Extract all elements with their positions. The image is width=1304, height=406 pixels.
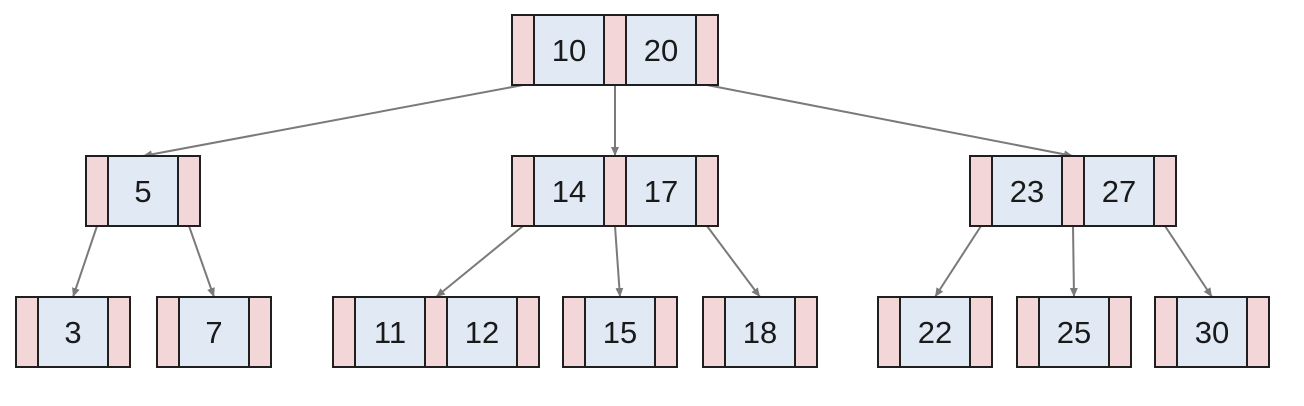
pointer-cell: [969, 155, 993, 227]
edge-arrow: [1069, 225, 1078, 298]
key-cell: [625, 14, 697, 86]
key-cell: [37, 296, 109, 368]
pointer-cell: [85, 155, 109, 227]
edge-arrow: [72, 225, 98, 298]
pointer-cell: [877, 296, 901, 368]
pointer-cell: [562, 296, 586, 368]
pointer-cell: [1153, 155, 1177, 227]
pointer-cell: [424, 296, 448, 368]
pointer-cell: [603, 155, 627, 227]
pointer-cell: [511, 155, 535, 227]
pointer-cell: [794, 296, 818, 368]
key-label: 5: [134, 174, 151, 209]
pointer-cell: [969, 296, 993, 368]
key-cell: [1038, 296, 1110, 368]
key-label: 22: [918, 315, 952, 350]
edge-arrow: [706, 225, 761, 298]
pointer-cell: [1108, 296, 1132, 368]
nodes-layer: 10 20 5 14 17 23 27 3 7 11 12 15 18 22 25 30: [15, 14, 1270, 368]
key-label: 10: [552, 33, 586, 68]
key-label: 17: [644, 174, 678, 209]
pointer-cell: [654, 296, 678, 368]
key-cell: [1083, 155, 1155, 227]
tree-node-leaf-3: 3: [15, 296, 131, 368]
tree-node-leaf-22: 22: [877, 296, 993, 368]
tree-node-n-14-17: 14 17: [511, 155, 719, 227]
key-cell: [1176, 296, 1248, 368]
key-cell: [533, 155, 605, 227]
key-label: 12: [465, 315, 499, 350]
tree-node-leaf-11-12: 11 12: [332, 296, 540, 368]
key-label: 30: [1195, 315, 1229, 350]
key-cell: [533, 14, 605, 86]
pointer-cell: [332, 296, 356, 368]
pointer-cell: [603, 14, 627, 86]
pointer-cell: [516, 296, 540, 368]
edge-arrow: [614, 225, 624, 298]
key-cell: [584, 296, 656, 368]
key-label: 15: [603, 315, 637, 350]
key-label: 7: [205, 315, 222, 350]
pointer-cell: [695, 14, 719, 86]
tree-node-n-5: 5: [85, 155, 201, 227]
key-cell: [625, 155, 697, 227]
key-label: 18: [743, 315, 777, 350]
tree-node-n-23-27: 23 27: [969, 155, 1177, 227]
pointer-cell: [107, 296, 131, 368]
tree-node-leaf-30: 30: [1154, 296, 1270, 368]
pointer-cell: [1246, 296, 1270, 368]
pointer-cell: [1154, 296, 1178, 368]
key-label: 25: [1057, 315, 1091, 350]
pointer-cell: [1061, 155, 1085, 227]
key-label: 20: [644, 33, 678, 68]
key-cell: [446, 296, 518, 368]
edge-arrow: [188, 225, 215, 298]
pointer-cell: [695, 155, 719, 227]
pointer-cell: [511, 14, 535, 86]
key-cell: [899, 296, 971, 368]
edge-arrow: [1164, 225, 1213, 298]
key-label: 27: [1102, 174, 1136, 209]
pointer-cell: [1016, 296, 1040, 368]
pointer-cell: [15, 296, 39, 368]
pointer-cell: [177, 155, 201, 227]
tree-node-leaf-25: 25: [1016, 296, 1132, 368]
tree-node-leaf-15: 15: [562, 296, 678, 368]
pointer-cell: [248, 296, 272, 368]
pointer-cell: [702, 296, 726, 368]
edges-layer: [72, 84, 1213, 298]
edge-arrow: [435, 225, 524, 298]
tree-node-leaf-18: 18: [702, 296, 818, 368]
tree-node-root: 10 20: [511, 14, 719, 86]
key-label: 14: [552, 174, 586, 209]
key-label: 3: [64, 315, 81, 350]
key-label: 11: [374, 315, 406, 350]
key-cell: [991, 155, 1063, 227]
key-cell: [354, 296, 426, 368]
edge-arrow: [706, 84, 1074, 159]
key-cell: [178, 296, 250, 368]
key-label: 23: [1010, 174, 1044, 209]
edge-arrow: [142, 84, 524, 159]
key-cell: [107, 155, 179, 227]
pointer-cell: [156, 296, 180, 368]
key-cell: [724, 296, 796, 368]
edge-arrow: [934, 225, 982, 298]
tree-node-leaf-7: 7: [156, 296, 272, 368]
